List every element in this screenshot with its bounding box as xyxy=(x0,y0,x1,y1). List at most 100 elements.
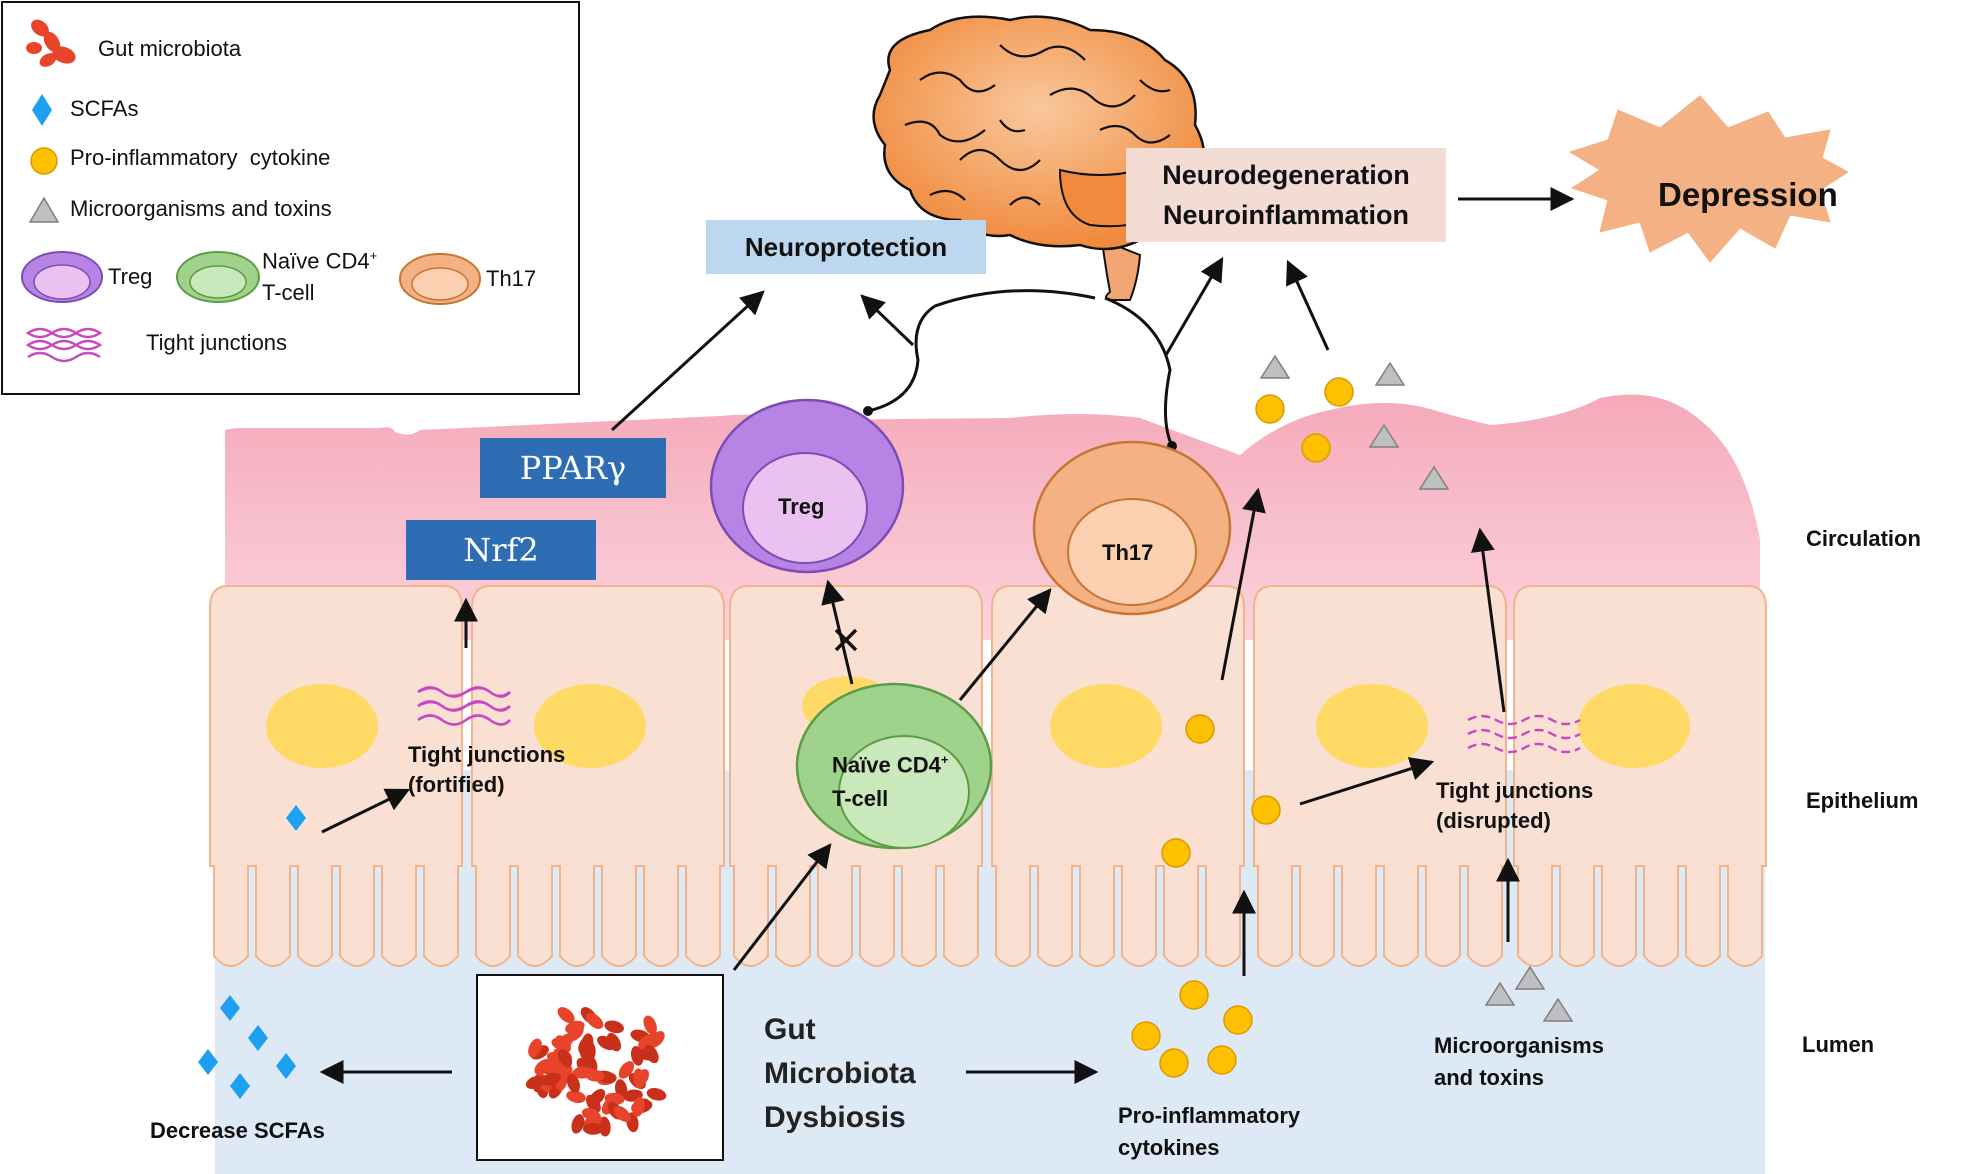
naive-cell-label-text: Naïve CD4 xyxy=(832,752,941,778)
arrow-toxins-to-neuro xyxy=(1286,259,1330,351)
cytokine-dot xyxy=(1324,377,1354,407)
microorganisms-line1: Microorganisms xyxy=(1434,1033,1604,1058)
cytokine-dot xyxy=(1301,433,1331,463)
epithelial-cell xyxy=(209,585,463,967)
legend-label-treg: Treg xyxy=(108,264,153,289)
legend-label-tight-junctions: Tight junctions xyxy=(146,330,288,355)
arrow-cytokine-up-circulation xyxy=(1220,487,1266,681)
scfa-diamond xyxy=(230,1073,250,1099)
toxin-triangle xyxy=(1374,361,1406,386)
legend-naive-inner xyxy=(189,265,247,299)
cell-nucleus xyxy=(1578,684,1690,768)
arrow-scfa-to-tj xyxy=(321,788,411,834)
toxin-triangle xyxy=(1514,965,1546,990)
epithelial-cell xyxy=(1253,585,1507,967)
tight-junction-disrupted xyxy=(1467,714,1581,754)
microbe-segment xyxy=(583,1122,603,1135)
neuro-outcome-box: Neurodegeneration Neuroinflammation xyxy=(1126,148,1446,242)
treg-cell-label: Treg xyxy=(778,494,825,519)
toxin-triangle xyxy=(1484,981,1516,1006)
microbe-segment xyxy=(578,1035,593,1054)
cell-nucleus xyxy=(266,684,378,768)
cytokine-dots xyxy=(1131,377,1354,1078)
naive-cell-label-tcell: T-cell xyxy=(832,786,889,811)
legend-cytokine-icon xyxy=(30,147,58,175)
tj-disrupted-line2: (disrupted) xyxy=(1436,808,1551,833)
decrease-scfas-label: Decrease SCFAs xyxy=(150,1118,325,1143)
microbe-segment xyxy=(557,1048,573,1068)
microorganisms-line2: and toxins xyxy=(1434,1065,1545,1090)
cytokine-dot xyxy=(1161,838,1191,868)
epithelial-cell xyxy=(471,585,725,967)
curve-th17-signal xyxy=(1104,296,1174,447)
legend-toxin-icon xyxy=(28,196,60,223)
scfa-diamond xyxy=(198,1049,218,1075)
microbe-cluster xyxy=(525,1007,667,1137)
nrf2-box: Nrf2 xyxy=(406,520,596,580)
dysbiosis-line1: Gut xyxy=(764,1013,816,1046)
legend-tight-junction-icon xyxy=(25,327,103,363)
microbe-segment xyxy=(604,1092,625,1105)
layer-label-lumen: Lumen xyxy=(1802,1032,1875,1057)
microbe-segment xyxy=(613,1105,631,1122)
cytokine-dot xyxy=(1159,1048,1189,1078)
microbe-segment xyxy=(566,1073,580,1093)
legend-label-cytokine: Pro-inflammatory cytokine xyxy=(70,145,331,170)
microbe-segment xyxy=(604,1020,624,1034)
scfa-diamond xyxy=(286,805,306,831)
cytokine-dot xyxy=(1207,1045,1237,1075)
legend-box xyxy=(1,1,580,395)
curve-treg-signal xyxy=(867,289,1096,413)
arrow-dysbiosis-to-naive xyxy=(732,843,832,971)
microbe-segment xyxy=(644,1044,659,1064)
scfa-diamond xyxy=(220,995,240,1021)
cytokine-dot xyxy=(1223,1005,1253,1035)
naive-cd4-cell xyxy=(795,682,993,850)
legend-label-tcell: T-cell xyxy=(262,280,315,305)
cell-nucleus xyxy=(1050,684,1162,768)
microbe-segment xyxy=(525,1075,545,1090)
th17-cell-label: Th17 xyxy=(1102,540,1154,565)
microbe-segment xyxy=(646,1087,667,1101)
tj-fortified-line1: Tight junctions xyxy=(408,742,566,767)
depression-label: Depression xyxy=(1658,176,1838,213)
arrow-treg-to-neuroprotection xyxy=(860,294,915,347)
toxin-triangle xyxy=(1418,465,1450,490)
tj-fortified-line2: (fortified) xyxy=(408,772,505,797)
cytokines-label: Pro-inflammatory cytokines xyxy=(1118,1100,1300,1164)
legend-th17-inner xyxy=(411,267,469,301)
dysbiosis-label: Gut Microbiota Dysbiosis xyxy=(764,1008,916,1140)
microbe-segment xyxy=(606,1032,622,1052)
microbe-segment xyxy=(581,1108,601,1122)
th17-cell xyxy=(1032,440,1232,616)
cytokine-dot xyxy=(1185,714,1215,744)
treg-signal-dot xyxy=(863,406,873,416)
microbe-segment xyxy=(566,1090,586,1104)
microbe-segment xyxy=(633,1068,646,1089)
microbe-segment xyxy=(584,1069,605,1082)
legend-label-th17: Th17 xyxy=(486,266,537,291)
microbe-segment xyxy=(541,1072,561,1086)
scfa-diamond xyxy=(248,1025,268,1051)
arrow-disrupted-tj-up xyxy=(1470,527,1506,713)
legend-naive-text: Naïve CD4 xyxy=(262,248,370,274)
cytokine-dot xyxy=(1179,980,1209,1010)
microbe-segment xyxy=(545,1058,565,1073)
arrow-th17-to-neuro xyxy=(1164,256,1224,356)
cytokines-line1: Pro-inflammatory xyxy=(1118,1103,1301,1128)
neuroinflammation-label: Neuroinflammation xyxy=(1162,200,1410,230)
epithelial-cell xyxy=(991,585,1245,967)
layer-label-circulation: Circulation xyxy=(1806,526,1921,551)
toxin-triangle xyxy=(1542,997,1574,1022)
dysbiosis-line2: Microbiota xyxy=(764,1057,916,1090)
tj-disrupted-line1: Tight junctions xyxy=(1436,778,1594,803)
naive-cell-label-sup: + xyxy=(940,752,949,767)
cytokine-dot xyxy=(1131,1021,1161,1051)
legend-label-naive: Naïve CD4+ xyxy=(262,248,377,274)
legend-label-microorganisms: Microorganisms and toxins xyxy=(70,196,332,221)
microbe-segment xyxy=(557,1007,575,1024)
tj-fortified-label: Tight junctions (fortified) xyxy=(408,740,565,800)
microbe-segment xyxy=(567,1024,584,1042)
legend-label-microbiota: Gut microbiota xyxy=(98,36,242,61)
